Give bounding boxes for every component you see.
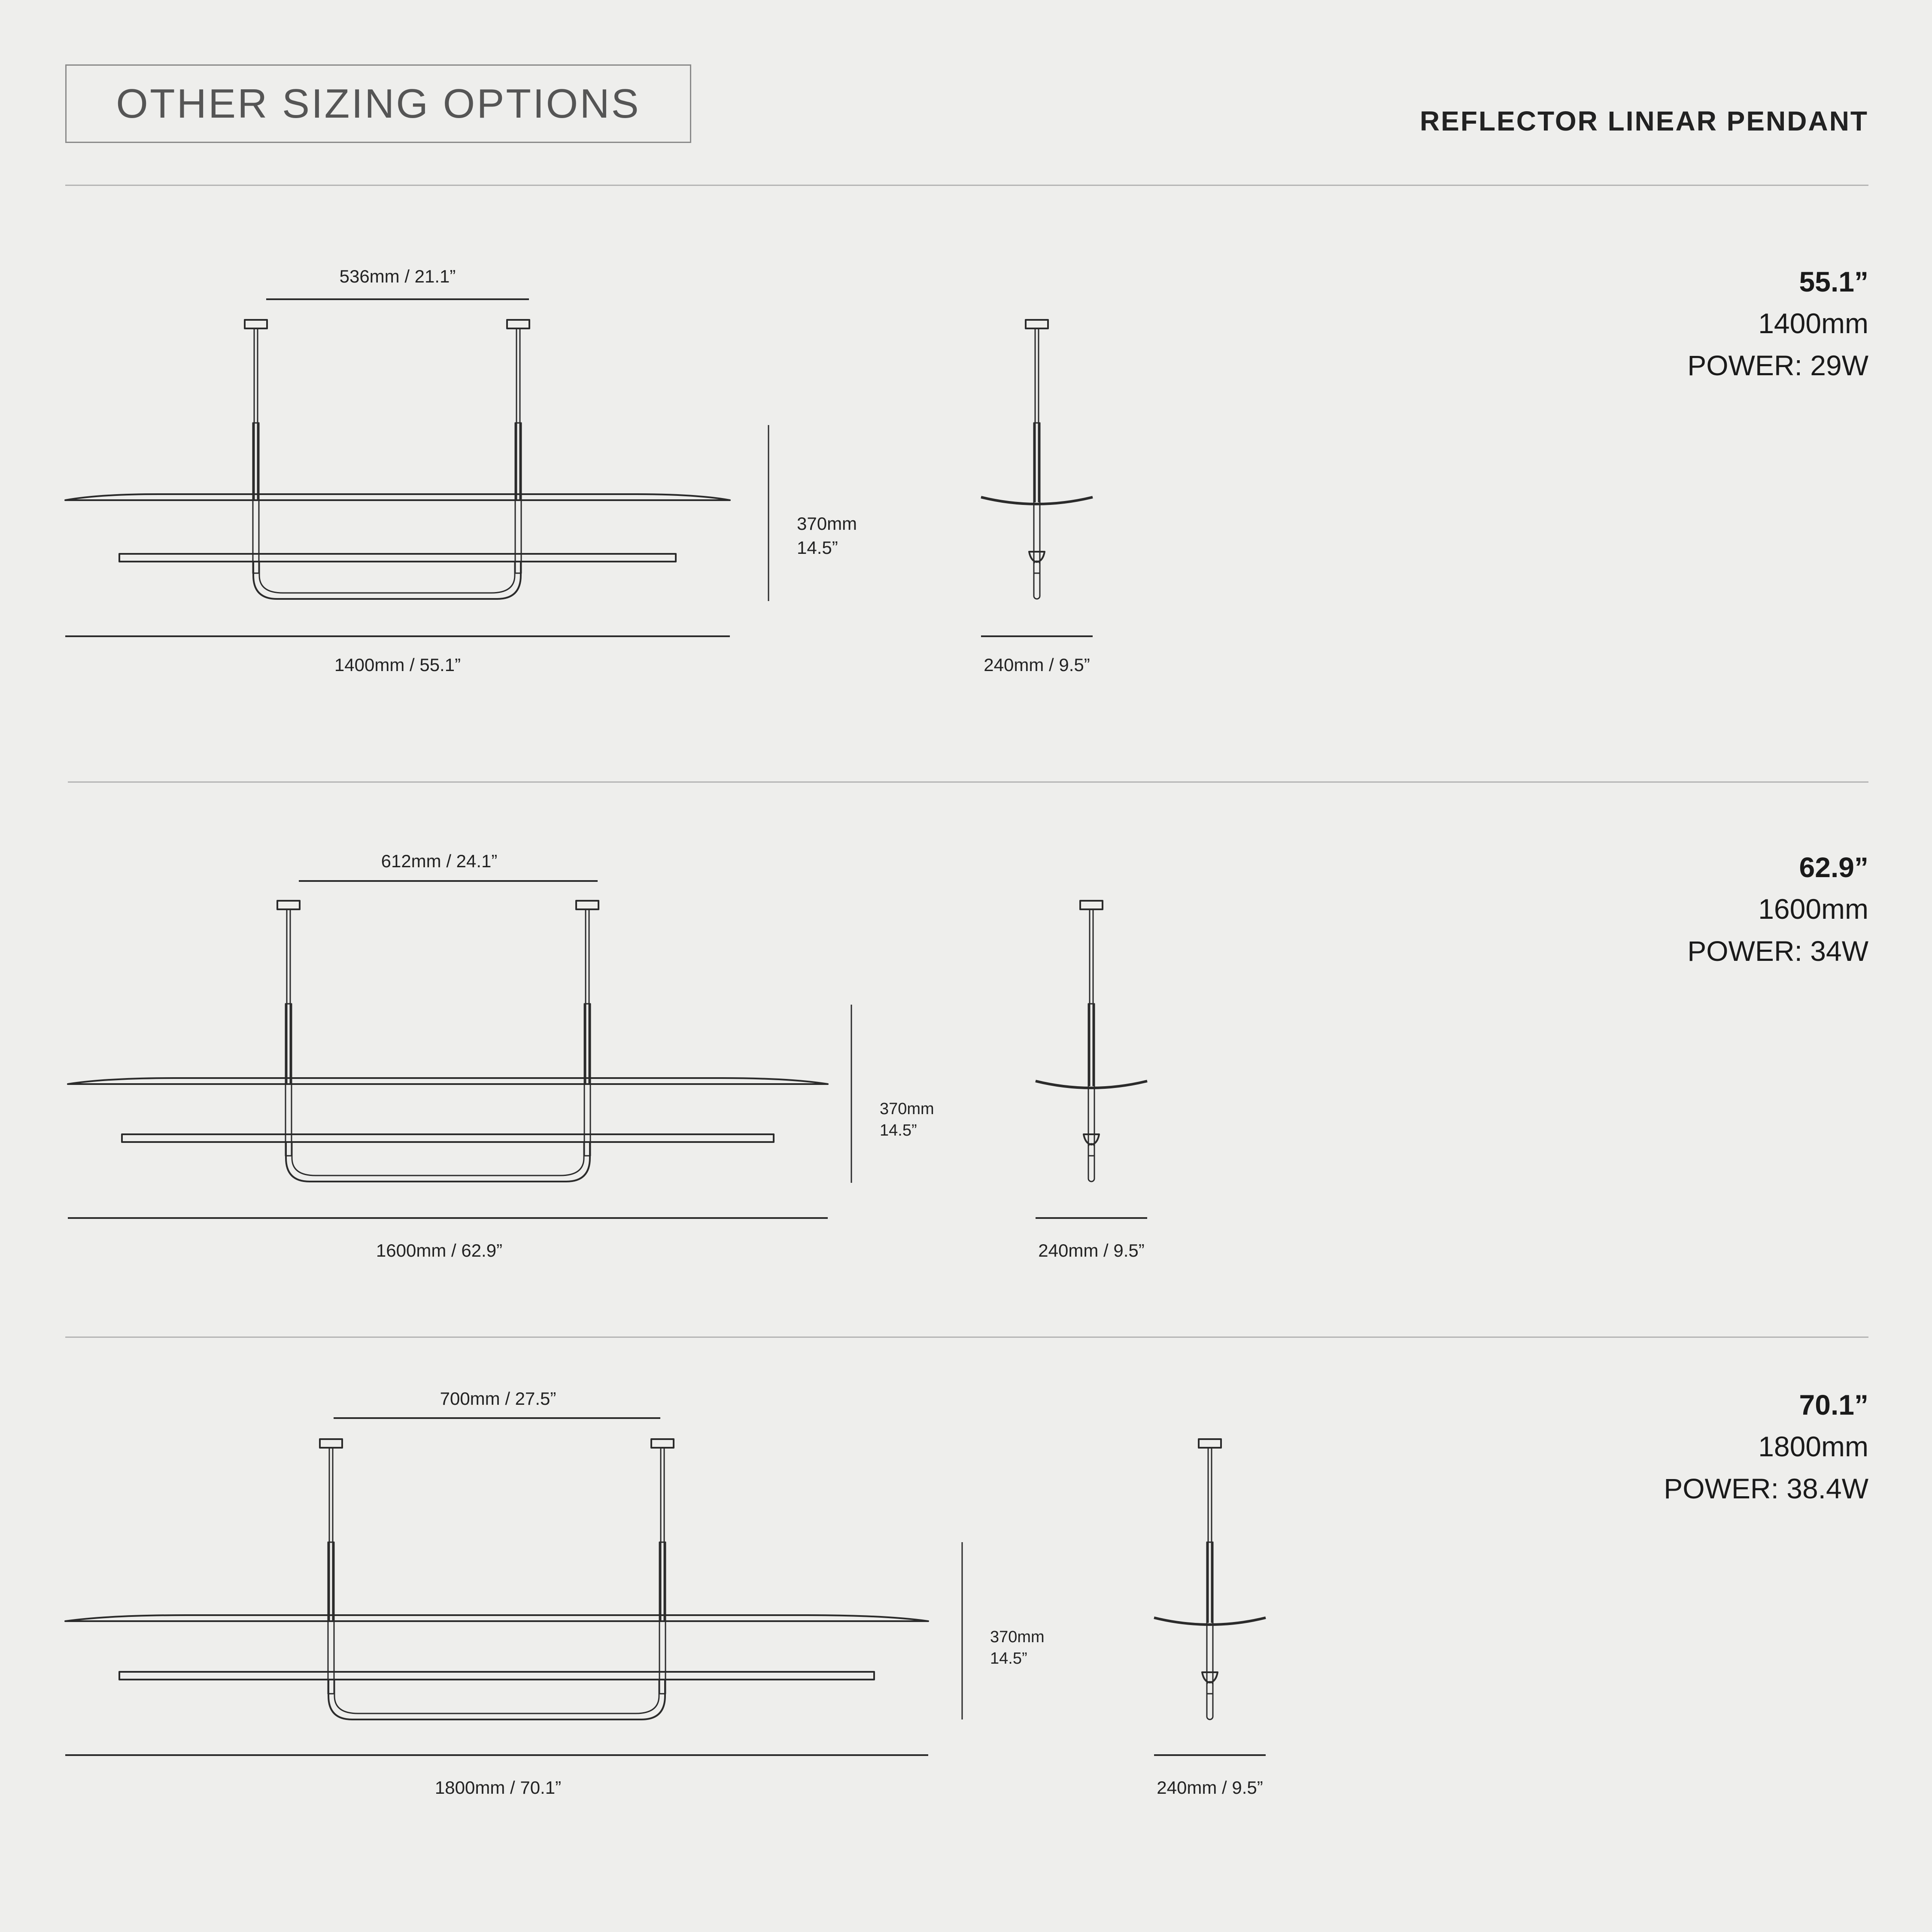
side-light-head [1028,551,1045,563]
side-rod-sleeve [1206,1541,1214,1695]
side-rod-sleeve [1033,422,1041,574]
reflector-blade [64,1614,929,1622]
ceiling-canopy [319,1438,343,1449]
light-strip [118,1671,875,1680]
side-light-head [1201,1671,1218,1683]
rod-sleeve [285,1003,292,1157]
overall-width-label: 1400mm / 55.1” [334,655,461,675]
ceiling-canopy [276,900,301,910]
ceiling-canopy [506,319,530,329]
canopy-spacing-label: 612mm / 24.1” [381,851,498,871]
height-in: 14.5” [990,1649,1027,1668]
height-label: 370mm 14.5” [880,1098,934,1141]
side-light-stem [1206,1681,1214,1720]
u-tube-frame-inner [258,562,516,594]
side-light-stem [1033,560,1041,600]
u-tube-frame-inner [291,1143,585,1176]
rod-sleeve [327,1541,335,1695]
size-option-1-spec: 55.1” 1400mm POWER: 29W [1687,261,1868,386]
light-strip [118,553,677,562]
u-tube-frame [328,1680,666,1720]
depth-label: 240mm / 9.5” [984,655,1090,675]
height-label: 370mm 14.5” [990,1626,1045,1669]
side-reflector-blade [1154,1616,1266,1626]
light-strip [121,1133,775,1143]
canopy-spacing-label: 700mm / 27.5” [440,1388,556,1409]
size-mm: 1400mm [1758,307,1868,339]
depth-label: 240mm / 9.5” [1157,1777,1263,1798]
rod-sleeve [659,1541,666,1695]
size-inch: 70.1” [1799,1389,1868,1421]
overall-width-label: 1800mm / 70.1” [434,1777,562,1798]
overall-width-label: 1600mm / 62.9” [376,1240,503,1261]
size-mm: 1600mm [1758,893,1868,925]
size-option-3-spec: 70.1” 1800mm POWER: 38.4W [1664,1384,1868,1510]
height-mm: 370mm [797,513,857,534]
side-light-stem [1088,1143,1095,1182]
height-in: 14.5” [880,1121,917,1139]
rod-sleeve [514,422,522,574]
height-mm: 370mm [990,1628,1045,1646]
divider-bottom [65,1337,1868,1338]
reflector-blade [64,493,731,501]
reflector-blade [67,1077,829,1085]
side-rod-sleeve [1088,1003,1095,1157]
u-tube-frame [252,562,522,600]
power-rating: POWER: 29W [1687,349,1868,381]
side-reflector-blade [1035,1080,1148,1089]
power-rating: POWER: 38.4W [1664,1473,1868,1504]
height-in: 14.5” [797,538,838,558]
height-label: 370mm 14.5” [797,512,857,560]
u-tube-frame [285,1143,591,1182]
rod-sleeve [252,422,260,574]
side-ceiling-canopy [1079,900,1103,910]
page-title: OTHER SIZING OPTIONS [65,64,691,143]
canopy-spacing-label: 536mm / 21.1” [339,266,456,286]
ceiling-canopy [244,319,268,329]
size-option-2-spec: 62.9” 1600mm POWER: 34W [1687,847,1868,972]
u-tube-frame-inner [334,1680,660,1714]
depth-label: 240mm / 9.5” [1038,1240,1145,1261]
power-rating: POWER: 34W [1687,935,1868,967]
ceiling-canopy [650,1438,674,1449]
size-inch: 55.1” [1799,266,1868,298]
side-reflector-blade [981,496,1093,505]
divider-middle [68,781,1868,783]
size-inch: 62.9” [1799,851,1868,883]
product-name: REFLECTOR LINEAR PENDANT [1419,106,1868,137]
height-mm: 370mm [880,1100,934,1118]
side-ceiling-canopy [1025,319,1049,329]
rod-sleeve [583,1003,591,1157]
size-mm: 1800mm [1758,1431,1868,1462]
side-ceiling-canopy [1198,1438,1222,1449]
ceiling-canopy [575,900,599,910]
divider-top [65,185,1868,186]
side-light-head [1083,1133,1100,1145]
